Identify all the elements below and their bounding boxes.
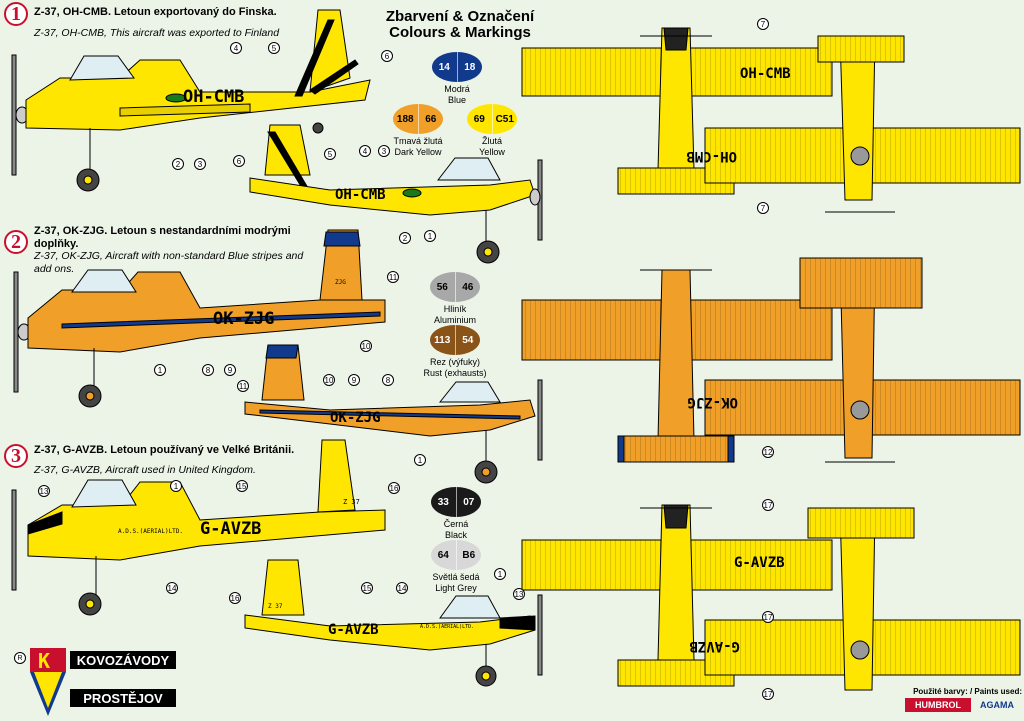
v1-bottom-registration: OH-CMB <box>686 148 737 164</box>
callout-v3b-15: 15 <box>361 582 373 594</box>
variant-2-heading-cz: Z-37, OK-ZJG. Letoun s nestandardními mo… <box>34 225 291 250</box>
callout-v2a-9: 9 <box>224 364 236 376</box>
callout-v3a-15: 15 <box>236 480 248 492</box>
callout-v2b-8: 8 <box>382 374 394 386</box>
svg-text:K: K <box>38 649 50 673</box>
v2-side-view-left <box>13 229 386 408</box>
v3-fuselage-text-b: A.D.S.(AERIAL)LTD. <box>420 624 474 630</box>
callout-v1b-6: 6 <box>233 155 245 167</box>
callout-v2a-11: 11 <box>387 271 399 283</box>
callout-v3a-1: 1 <box>170 480 182 492</box>
variant-1-number: 1 <box>4 2 28 26</box>
callout-v3a-16: 16 <box>388 482 400 494</box>
v3-side-view-right <box>244 559 543 687</box>
v3-fin-code-a: Z 37 <box>343 498 360 506</box>
paints-used-label: Použité barvy: / Paints used: <box>913 687 1022 696</box>
v3-top-registration: G-AVZB <box>734 555 785 571</box>
variant-1-heading-en: Z-37, OH-CMB, This aircraft was exported… <box>34 27 280 39</box>
callout-v1b-1: 1 <box>424 230 436 242</box>
swatch-rust-label: Rez (výfuky)Rust (exhausts) <box>423 357 487 378</box>
v2-top-view <box>521 269 833 463</box>
brand-line-2: PROSTĚJOV <box>70 689 176 707</box>
callout-v3a-14: 14 <box>166 582 178 594</box>
callout-v3b-16: 16 <box>229 592 241 604</box>
callout-v1a-5: 5 <box>268 42 280 54</box>
variant-2-heading-en: Z-37, OK-ZJG, Aircraft with non-standard… <box>34 250 304 275</box>
callout-v3-plan-17a: 17 <box>762 499 774 511</box>
v2-fin-code-a: ZJG <box>335 279 346 286</box>
callout-v3a-13: 13 <box>38 485 50 497</box>
v1-side-view-left <box>11 9 371 192</box>
callout-v1a-2: 2 <box>172 158 184 170</box>
callout-v2b-10: 10 <box>323 374 335 386</box>
v3-fuselage-text-a: A.D.S.(AERIAL)LTD. <box>118 528 183 535</box>
callout-v3-plan-17b: 17 <box>762 611 774 623</box>
variant-3-heading-cz: Z-37, G-AVZB. Letoun používaný ve Velké … <box>34 444 295 456</box>
callout-v1b-2: 2 <box>399 232 411 244</box>
callout-v2a-1: 1 <box>154 364 166 376</box>
callout-v1b-3: 3 <box>378 145 390 157</box>
v2-side-b-registration: OK-ZJG <box>330 410 381 426</box>
callout-v1a-3: 3 <box>194 158 206 170</box>
v2-side-view-right <box>244 344 543 484</box>
callout-v3b-13: 13 <box>513 588 525 600</box>
v3-side-b-registration: G-AVZB <box>328 622 379 638</box>
humbrol-logo: HUMBROL <box>905 698 971 712</box>
variant-1-heading-cz: Z-37, OH-CMB. Letoun exportovaný do Fins… <box>34 6 277 18</box>
title-line-1: Zbarvení & Označení <box>385 8 535 25</box>
v2-bottom-view <box>704 257 1021 463</box>
callout-v2a-8: 8 <box>202 364 214 376</box>
registered-mark: R <box>14 652 26 664</box>
callout-v2-plan-12: 12 <box>762 446 774 458</box>
callout-v1a-6: 6 <box>381 50 393 62</box>
callout-v1a-4: 4 <box>230 42 242 54</box>
v1-side-a-registration: OH-CMB <box>183 87 244 107</box>
v2-side-a-registration: OK-ZJG <box>213 309 274 329</box>
v3-bottom-registration: G-AVZB <box>689 638 740 654</box>
variant-2-number: 2 <box>4 230 28 254</box>
v1-top-registration: OH-CMB <box>740 66 791 82</box>
callout-v2b-11: 11 <box>237 380 249 392</box>
kovozavody-logo: K <box>30 648 66 716</box>
v1-side-view-right <box>249 122 543 264</box>
callout-v1-plan-7b: 7 <box>757 202 769 214</box>
v1-bottom-view <box>704 35 1021 213</box>
brand-line-1: KOVOZÁVODY <box>70 651 176 669</box>
callout-v2a-10: 10 <box>360 340 372 352</box>
v3-side-view-left <box>11 439 386 616</box>
callout-v3-plan-17c: 17 <box>762 688 774 700</box>
variant-3-number: 3 <box>4 444 28 468</box>
callout-v1b-4: 4 <box>359 145 371 157</box>
callout-v3b-1: 1 <box>494 568 506 580</box>
agama-logo: AGAMA <box>980 700 1014 710</box>
v2-bottom-registration: OK-ZJG <box>687 394 738 410</box>
callout-v1-plan-7a: 7 <box>757 18 769 30</box>
callout-v2b-9: 9 <box>348 374 360 386</box>
v3-fin-code-b: Z 37 <box>268 603 283 610</box>
callout-v1b-5: 5 <box>324 148 336 160</box>
callout-v3b-14: 14 <box>396 582 408 594</box>
v3-side-a-registration: G-AVZB <box>200 519 261 539</box>
v3-bottom-view <box>704 507 1021 691</box>
variant-3-heading-en: Z-37, G-AVZB, Aircraft used in United Ki… <box>34 464 256 476</box>
callout-v2b-1: 1 <box>414 454 426 466</box>
title-line-2: Colours & Markings <box>389 24 531 41</box>
v1-side-b-registration: OH-CMB <box>335 187 386 203</box>
